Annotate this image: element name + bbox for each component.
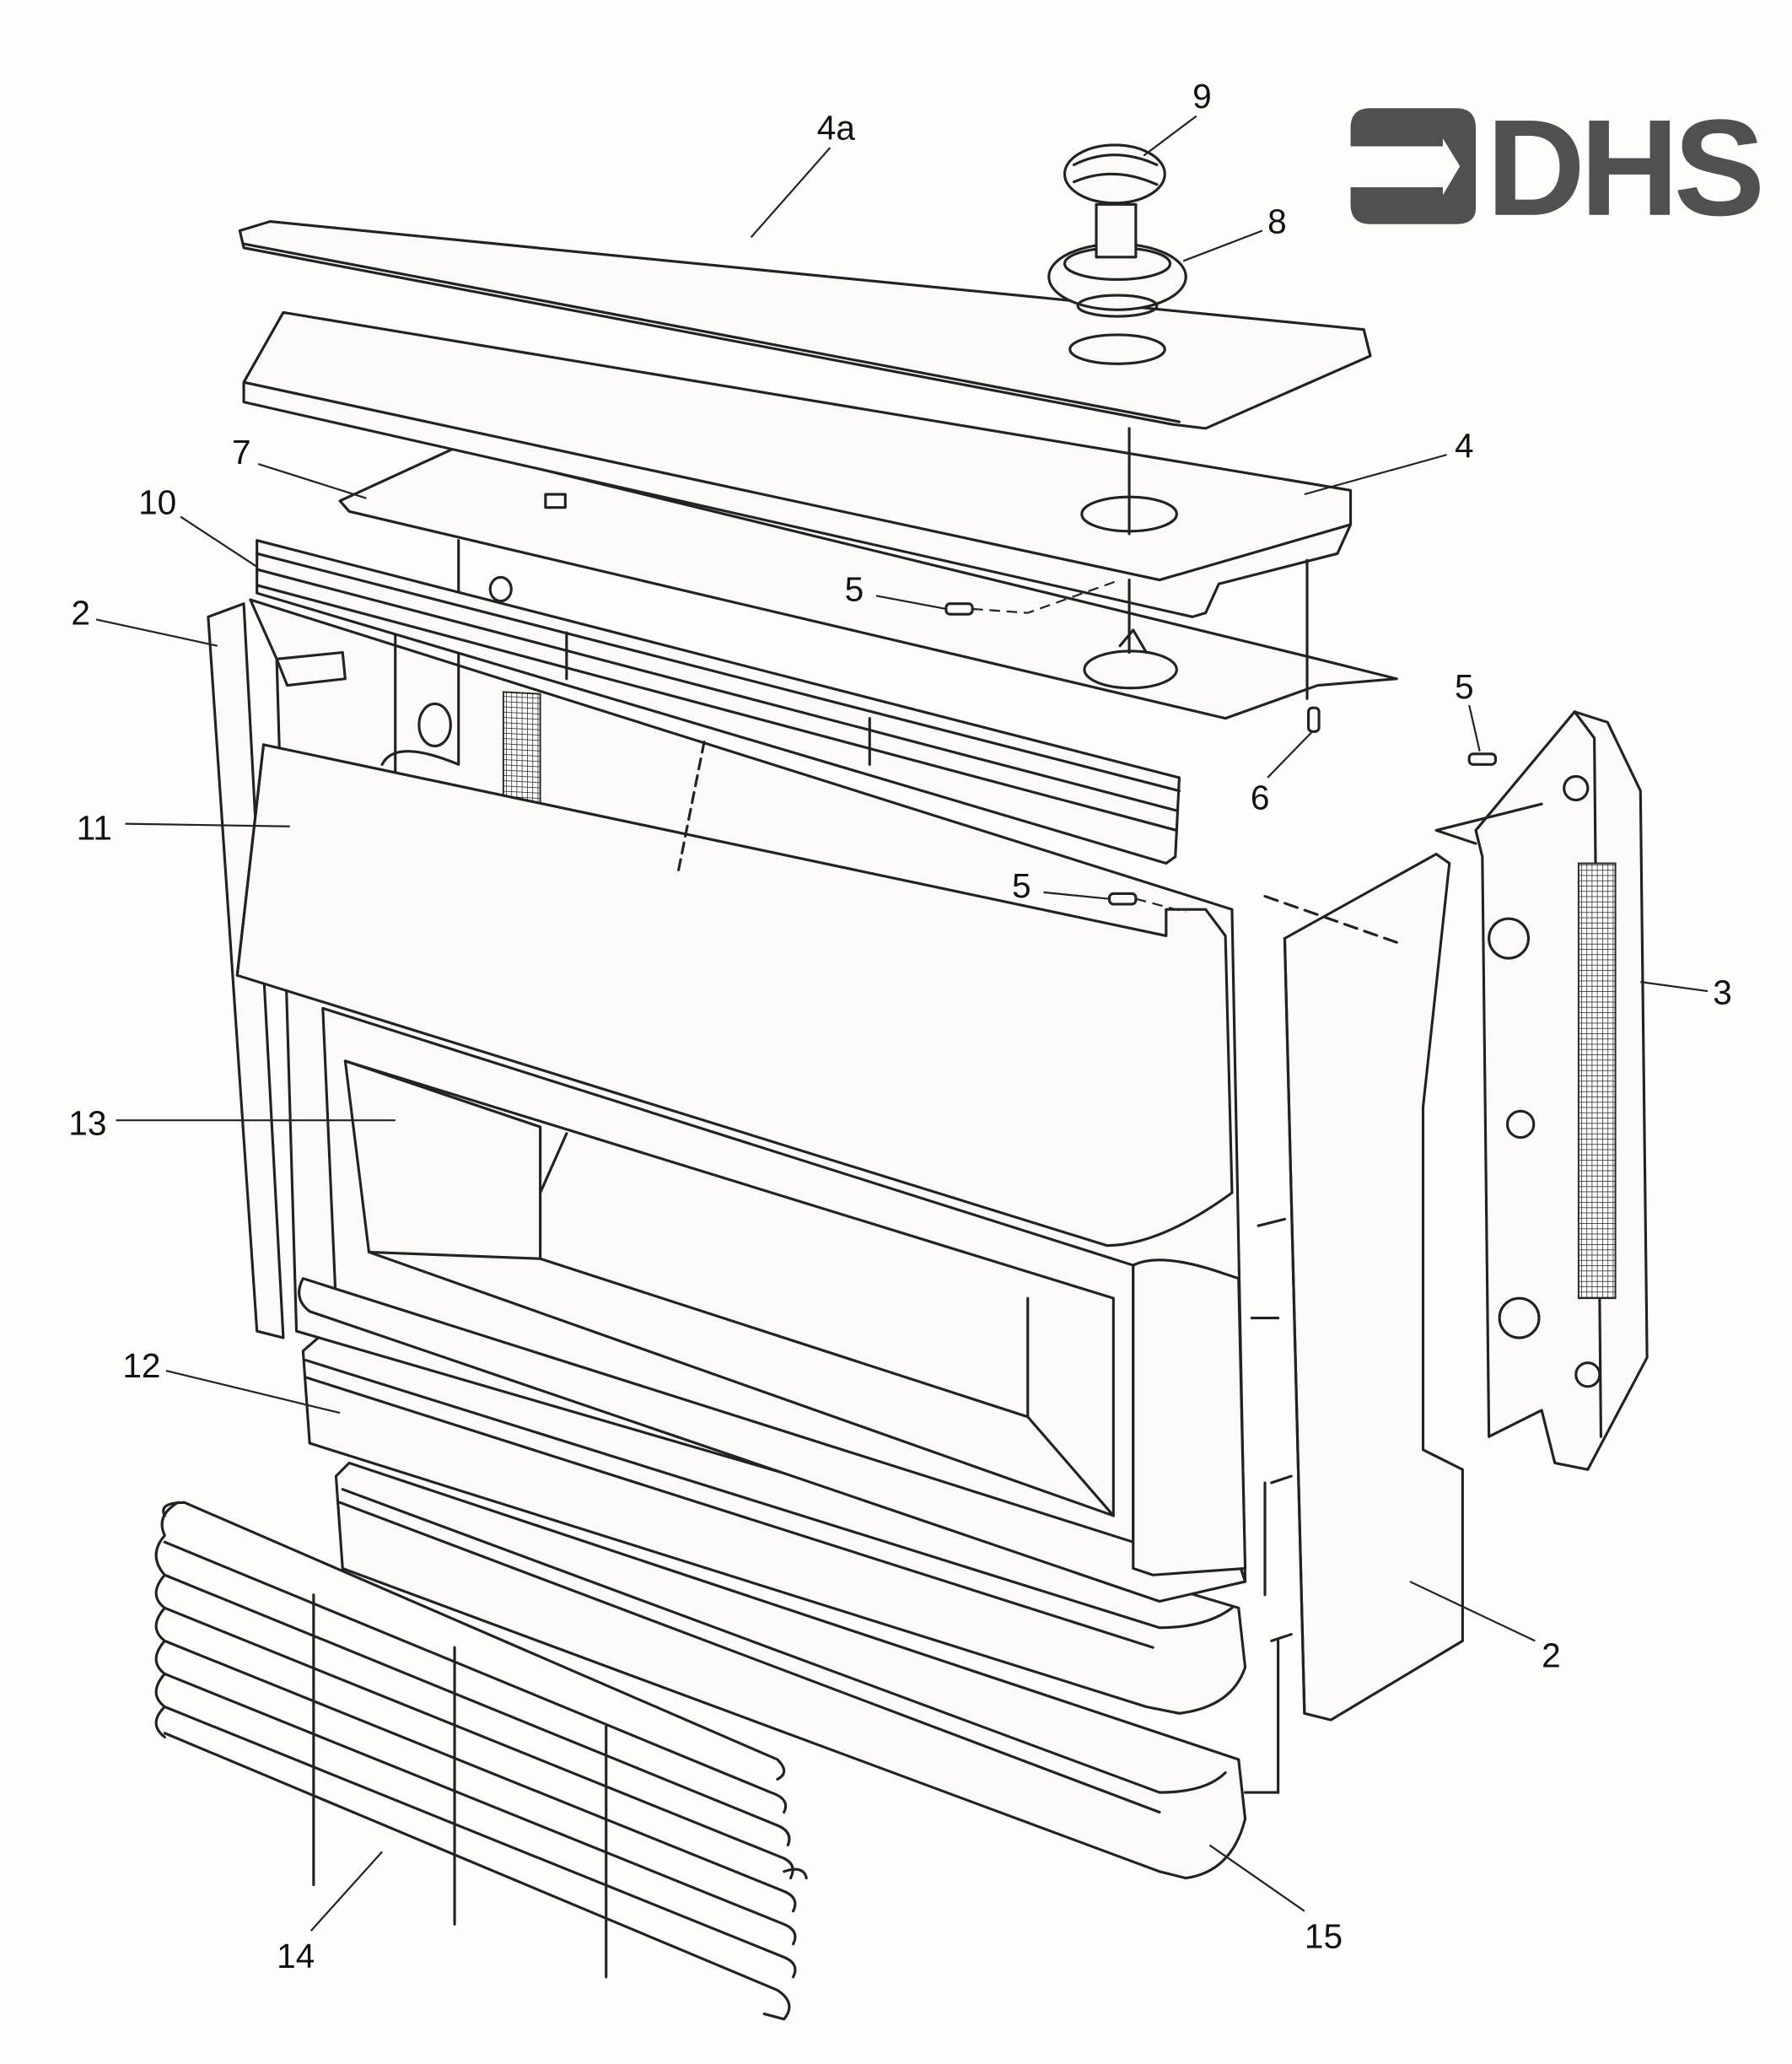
part-9-knob [1063,143,1166,259]
label-10: 10 [138,482,176,521]
part-12-tray [301,1332,1247,1715]
label-4a: 4a [817,109,856,148]
screws [944,558,1497,906]
label-13: 13 [68,1103,106,1142]
part-4a-top-cover [238,219,1372,655]
screw-6 [1307,706,1321,733]
label-5-right: 5 [1455,667,1474,706]
label-6: 6 [1251,778,1270,816]
label-8: 8 [1267,202,1287,241]
label-7: 7 [232,433,251,472]
part-labels: 9 4a 8 4 7 10 2 5 5 6 11 5 3 13 12 2 15 … [68,77,1732,1975]
part-14-wire-guard [154,1501,808,2021]
part-2-right-side-panel [1244,853,1464,1794]
label-5-top: 5 [845,570,864,609]
part-15-lower-trim [334,1461,1247,1880]
part-11-front-panel [235,736,1234,1248]
label-3: 3 [1713,973,1732,1012]
label-5-mid: 5 [1012,866,1031,905]
part-4-top-panel [242,310,1353,618]
screw-5-top [944,602,974,616]
dhs-logo: DHS [1350,92,1766,245]
part-3-back-panel [1434,710,1649,1471]
label-12: 12 [122,1346,160,1385]
label-2-right: 2 [1542,1636,1561,1675]
screw-5-mid [1108,892,1138,906]
label-11: 11 [77,808,112,847]
part-10-top-grille [256,539,1181,865]
label-9: 9 [1192,77,1212,116]
leader-lines [95,115,1709,1932]
label-14: 14 [277,1937,315,1975]
logo-text: DHS [1487,92,1761,245]
label-4: 4 [1455,426,1474,465]
label-2-left: 2 [71,594,90,633]
screw-5-right [1467,752,1497,766]
label-15: 15 [1305,1916,1343,1955]
